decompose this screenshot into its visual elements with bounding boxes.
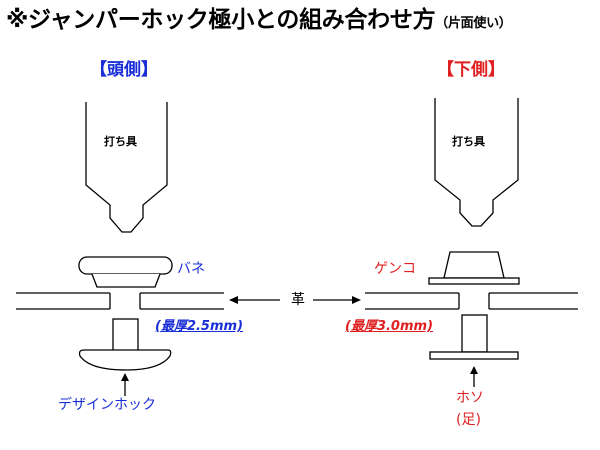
genko-base <box>428 277 520 285</box>
thickness-note-left: (最厚2.5mm) <box>155 319 244 334</box>
label-design-hook: デザインホック <box>58 397 156 413</box>
setting-tool-left <box>85 102 168 233</box>
arrow-to-left-leather-head <box>229 296 238 304</box>
post-base <box>429 351 519 360</box>
title-note: （片面使い） <box>435 16 512 31</box>
arrow-right-up-head <box>470 366 478 374</box>
label-leather: 革 <box>291 292 305 308</box>
page-title: ※ジャンパーホック極小との組み合わせ方（片面使い） <box>6 7 512 33</box>
arrow-to-right-leather-head <box>352 296 361 304</box>
thickness-note-right: (最厚3.0mm) <box>345 319 434 334</box>
label-spring: バネ <box>177 261 205 277</box>
label-post: ホソ <box>456 390 484 406</box>
tool-label-right: 打ち具 <box>452 135 485 148</box>
heading-bottom-side: 【下側】 <box>437 60 505 80</box>
arrow-left-up-head <box>121 373 129 381</box>
spring-cap-base <box>91 273 161 288</box>
tool-label-left: 打ち具 <box>104 135 137 148</box>
title-main: ※ジャンパーホック極小との組み合わせ方 <box>6 7 436 33</box>
post-shaft <box>461 314 488 353</box>
setting-tool-right <box>434 98 519 227</box>
spring-cap <box>78 256 173 275</box>
design-hook-dome <box>78 349 172 371</box>
genko-stud <box>443 251 505 279</box>
heading-head-side: 【頭側】 <box>90 60 158 80</box>
label-stud: ゲンコ <box>374 261 416 277</box>
label-post-sub: (足) <box>456 412 481 428</box>
design-hook-post <box>112 318 139 352</box>
